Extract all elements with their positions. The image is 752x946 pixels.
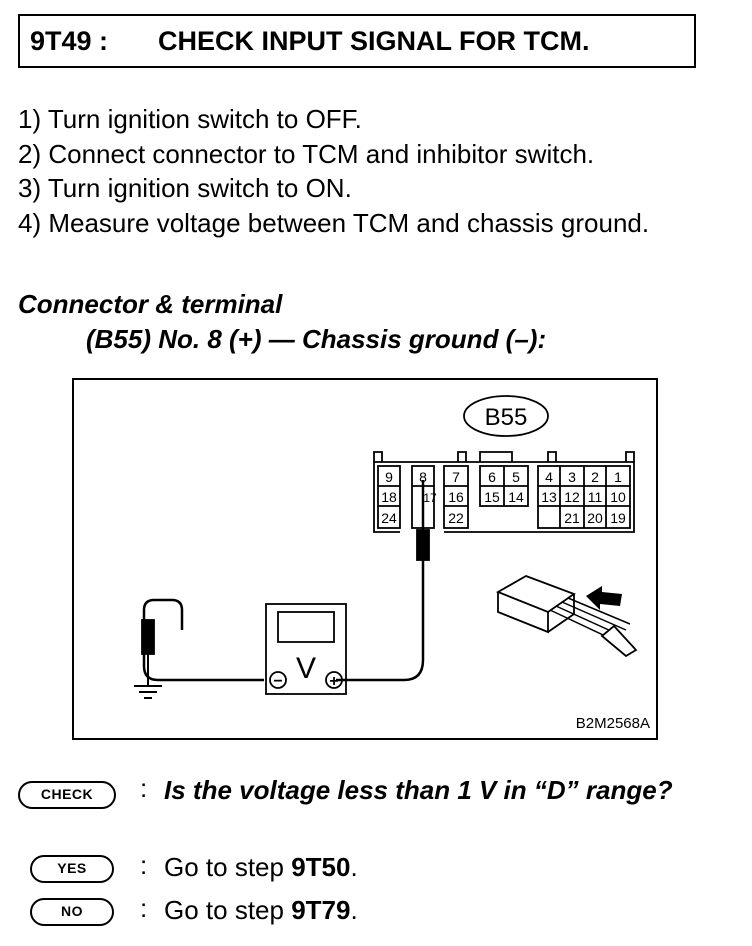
connector-body xyxy=(373,461,635,533)
terminal-number: 1 xyxy=(614,469,622,485)
terminal-number: 7 xyxy=(452,469,460,485)
inset-connector-front xyxy=(497,592,549,634)
step-title: CHECK INPUT SIGNAL FOR TCM. xyxy=(158,26,590,56)
check-question: Is the voltage less than 1 V in “D” rang… xyxy=(164,775,673,805)
terminal-number: 14 xyxy=(508,489,524,505)
voltmeter-minus-terminal xyxy=(269,671,287,689)
voltmeter-minus-sign: − xyxy=(273,673,282,690)
negative-lead xyxy=(142,598,264,682)
voltmeter-plus-sign: + xyxy=(329,673,338,690)
yes-badge: YES xyxy=(30,855,114,883)
yes-action: Go to step 9T50. xyxy=(164,850,358,884)
terminal-number: 22 xyxy=(448,510,464,526)
no-action-text: Go to step xyxy=(164,895,292,925)
check-badge: CHECK xyxy=(18,781,116,809)
no-action-period: . xyxy=(350,895,358,925)
terminal-number: 3 xyxy=(568,469,576,485)
terminal-number: 21 xyxy=(564,510,580,526)
no-badge: NO xyxy=(30,898,114,926)
instruction-list: 1) Turn ignition switch to OFF. 2) Conne… xyxy=(18,102,704,240)
terminal-numbers: 9 8 7 6 5 4 3 2 1 18 17 16 15 14 13 12 1… xyxy=(381,469,626,526)
terminal-number: 2 xyxy=(591,469,599,485)
inset-connector-top xyxy=(495,575,576,614)
terminal-number: 6 xyxy=(488,469,496,485)
terminal-number: 10 xyxy=(610,489,626,505)
wiring-diagram: B55 V − + B2M2568A 9 8 7 6 5 4 3 2 1 18 … xyxy=(72,378,658,740)
terminal-number: 12 xyxy=(564,489,580,505)
probe-handle-positive xyxy=(416,529,430,561)
terminal-number: 15 xyxy=(484,489,500,505)
yes-step-link[interactable]: 9T50 xyxy=(291,852,351,882)
instruction-step-1: 1) Turn ignition switch to OFF. xyxy=(18,104,362,134)
connector-terminal-heading: Connector & terminal xyxy=(18,289,283,319)
no-action: Go to step 9T79. xyxy=(164,893,358,927)
terminal-number: 5 xyxy=(512,469,520,485)
no-step-link[interactable]: 9T79 xyxy=(291,895,351,925)
step-title-box: 9T49 : CHECK INPUT SIGNAL FOR TCM. xyxy=(18,14,696,68)
inset-wire-sleeve xyxy=(600,624,638,658)
voltmeter-body xyxy=(265,603,347,695)
terminal-number: 16 xyxy=(448,489,464,505)
terminal-number: 9 xyxy=(385,469,393,485)
yes-colon: : xyxy=(140,850,148,880)
terminal-number: 18 xyxy=(381,489,397,505)
terminal-number: 19 xyxy=(610,510,626,526)
instruction-step-4: 4) Measure voltage between TCM and chass… xyxy=(18,207,650,238)
yes-row: YES : Go to step 9T50. xyxy=(18,850,718,886)
connector-label: B55 xyxy=(485,404,528,431)
check-row: CHECK : Is the voltage less than 1 V in … xyxy=(18,773,718,845)
terminal-number: 8 xyxy=(419,469,427,485)
connector-label-ellipse xyxy=(463,395,549,437)
probe-handle-negative xyxy=(141,619,155,655)
ground-symbol xyxy=(134,685,162,699)
voltmeter-display xyxy=(277,611,335,643)
no-row: NO : Go to step 9T79. xyxy=(18,893,718,929)
terminal-number: 20 xyxy=(587,510,603,526)
terminal-number: 11 xyxy=(588,489,603,505)
figure-code: B2M2568A xyxy=(576,715,650,732)
check-colon: : xyxy=(140,773,148,803)
terminal-number: 13 xyxy=(541,489,557,505)
connector-latches xyxy=(373,451,635,462)
voltmeter-symbol: V xyxy=(296,652,316,685)
wiring-diagram-svg: B55 V − + B2M2568A 9 8 7 6 5 4 3 2 1 18 … xyxy=(134,395,650,732)
yes-action-period: . xyxy=(350,852,358,882)
voltmeter-plus-terminal xyxy=(325,671,343,689)
no-colon: : xyxy=(140,893,148,923)
terminal-number: 4 xyxy=(545,469,553,485)
terminal-group-7 xyxy=(443,465,469,529)
terminal-number: 24 xyxy=(381,510,397,526)
instruction-step-3: 3) Turn ignition switch to ON. xyxy=(18,173,352,203)
step-code: 9T49 : xyxy=(30,26,109,56)
connector-terminal-spec: (B55) No. 8 (+) — Chassis ground (–): xyxy=(86,324,547,354)
positive-lead xyxy=(336,560,425,682)
inset-wires xyxy=(549,597,631,643)
terminal-group-9 xyxy=(377,465,401,529)
insert-arrow-icon xyxy=(586,586,622,610)
instruction-step-2: 2) Connect connector to TCM and inhibito… xyxy=(18,138,595,169)
yes-action-text: Go to step xyxy=(164,852,292,882)
terminal-number: 17 xyxy=(423,491,437,505)
